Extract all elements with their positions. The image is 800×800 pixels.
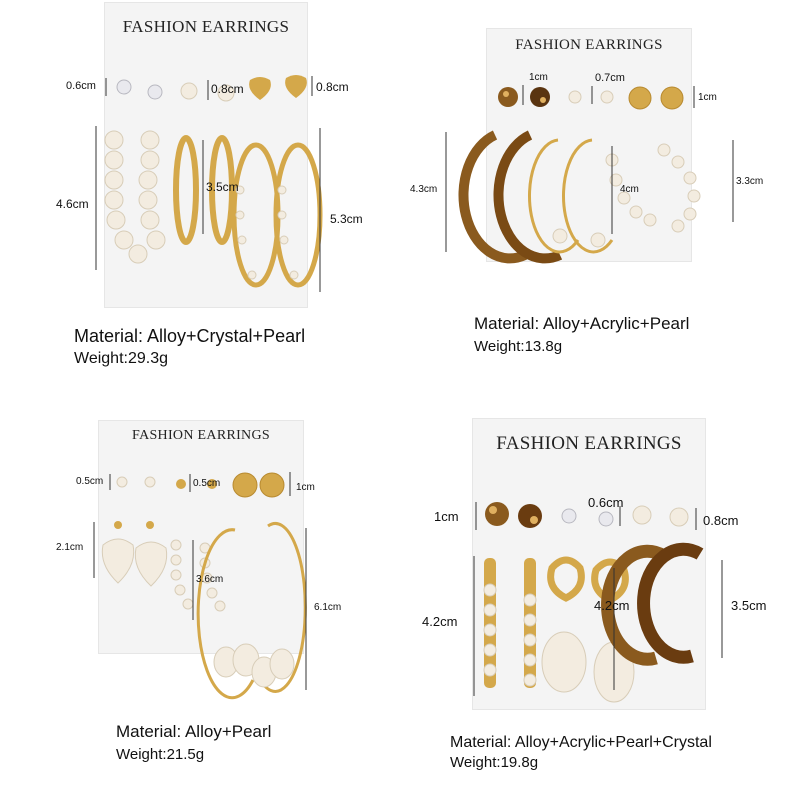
measure-label: 4.6cm: [56, 197, 89, 211]
measure-label: 0.6cm: [66, 80, 96, 92]
measure-label: 3.5cm: [206, 180, 239, 194]
card-title: FASHION EARRINGS: [132, 428, 270, 443]
earring-card-3: FASHION EARRINGS: [98, 420, 304, 654]
material-text: Material: Alloy+Pearl: [116, 722, 272, 741]
measure-label: 0.8cm: [316, 80, 349, 94]
card-title: FASHION EARRINGS: [122, 17, 290, 36]
earring-card-4: FASHION EARRINGS: [472, 418, 706, 710]
measure-label: 3.6cm: [196, 574, 224, 585]
measure-label: 1cm: [296, 482, 315, 493]
weight-text: Weight:19.8g: [450, 754, 539, 771]
measure-label: 0.5cm: [193, 478, 221, 489]
measure-label: 0.6cm: [588, 495, 624, 510]
measure-label: 0.8cm: [703, 513, 739, 528]
measure-label: 0.7cm: [595, 72, 625, 84]
measure-label: 3.5cm: [731, 598, 767, 613]
measure-label: 2.1cm: [56, 542, 84, 553]
weight-text: Weight:29.3g: [74, 350, 168, 367]
measure-label: 1cm: [434, 509, 459, 524]
measure-label: 0.8cm: [211, 82, 244, 96]
measure-label: 4.3cm: [410, 184, 438, 195]
measure-label: 4cm: [620, 184, 639, 195]
material-text: Material: Alloy+Acrylic+Pearl+Crystal: [450, 734, 712, 751]
measure-label: 4.2cm: [422, 614, 458, 629]
measure-label: 1cm: [529, 72, 548, 83]
card-title: FASHION EARRINGS: [496, 433, 682, 454]
weight-text: Weight:13.8g: [474, 338, 563, 355]
card-title: FASHION EARRINGS: [515, 37, 663, 53]
measure-label: 6.1cm: [314, 602, 342, 613]
material-text: Material: Alloy+Acrylic+Pearl: [474, 314, 690, 333]
measure-label: 4.2cm: [594, 598, 630, 613]
material-text: Material: Alloy+Crystal+Pearl: [74, 326, 306, 346]
measure-label: 3.3cm: [736, 176, 764, 187]
weight-text: Weight:21.5g: [116, 746, 205, 763]
measure-label: 0.5cm: [76, 476, 104, 487]
measure-label: 1cm: [698, 92, 717, 103]
measure-label: 5.3cm: [330, 212, 363, 226]
